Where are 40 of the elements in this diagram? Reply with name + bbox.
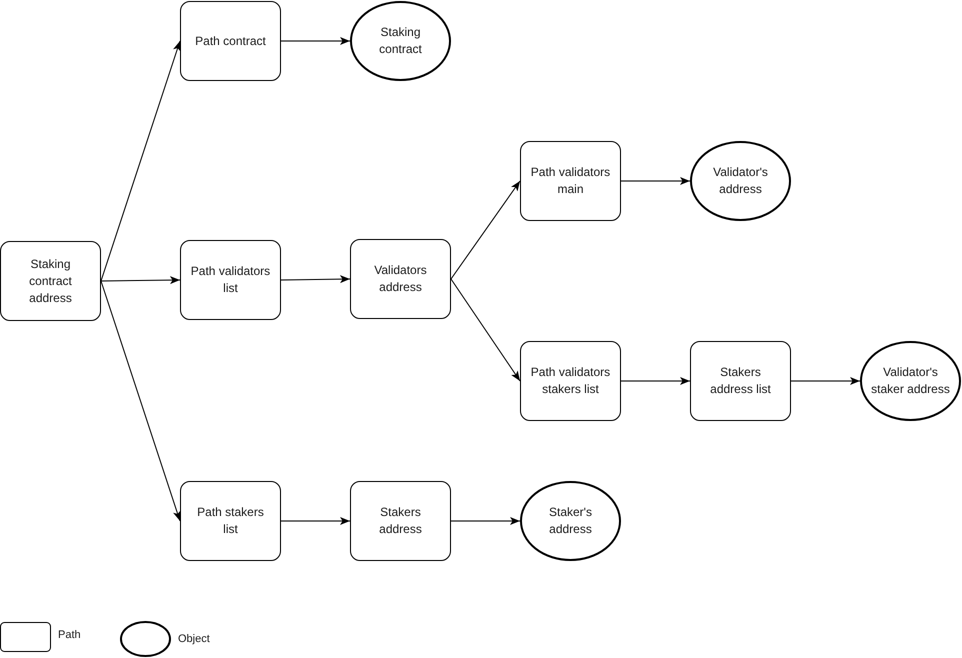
node-label: Validators address [373,262,428,296]
arrow [280,37,350,45]
arrow [100,40,181,282]
rounded-box [180,240,281,320]
arrow [100,280,181,522]
node-label: Validator's address [712,164,769,198]
node-label: Path contract [195,32,266,50]
arrow [280,517,350,525]
rounded-box [350,239,451,319]
arrow [450,278,520,382]
node-label: Staking contract [378,24,423,58]
ellipse-node [520,481,621,561]
node-label: Staker's address [548,504,593,538]
arrow [100,276,180,284]
rounded-box [350,481,451,561]
ellipse-node [860,341,961,421]
arrow [450,517,520,525]
rounded-box [690,341,791,421]
rounded-box [180,481,281,561]
legend-label: Object [178,632,210,646]
node-label: Path validators main [530,164,612,198]
legend-label: Path [58,628,81,642]
node-label: Path validators list [190,263,272,297]
arrow [790,377,860,385]
node-label: Stakers address list [709,364,772,398]
node-label: Path validators stakers list [530,364,612,398]
ellipse-node [690,141,791,221]
node-label: Validator's staker address [870,364,951,398]
arrow [620,377,690,385]
rounded-box [520,141,621,221]
rounded-box [520,341,621,421]
node-label: Stakers address [378,504,423,538]
rounded-box [0,241,101,321]
node-label: Staking contract address [28,256,73,306]
arrow [620,177,690,185]
ellipse-node [350,1,451,81]
rounded-box [180,1,281,81]
arrow [450,180,520,280]
node-label: Path stakers list [196,504,265,538]
arrow [280,275,350,284]
